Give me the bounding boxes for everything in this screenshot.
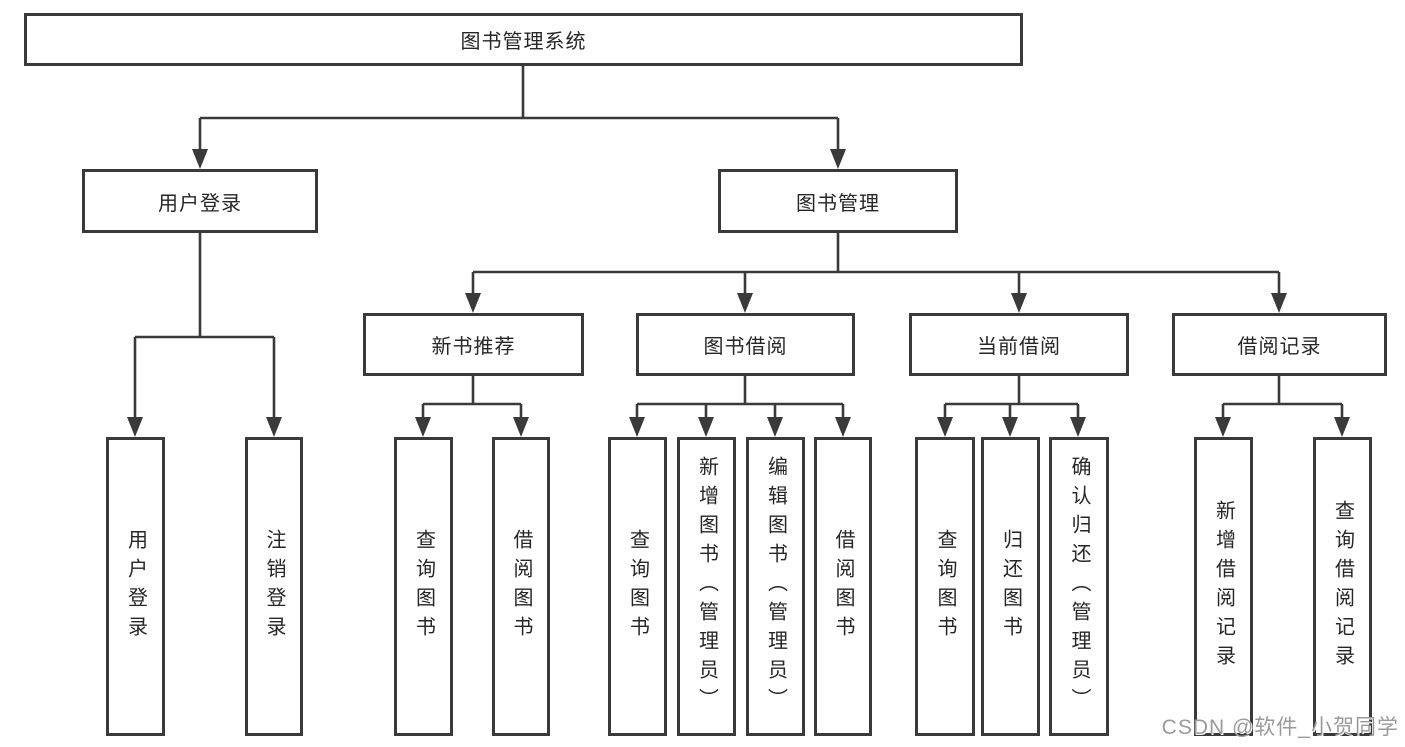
connector-root-to-level2 — [192, 66, 846, 169]
node-book-borrow-label: 图书借阅 — [703, 336, 788, 358]
leaf-confirm-return-admin-label: 确认归还（管理员） — [1068, 456, 1090, 717]
connector-new-book-recommend-to-leaves — [415, 376, 529, 437]
connector-current-borrow-to-leaves — [937, 376, 1086, 437]
leaf-borrow-books-2: 借阅图书 — [814, 437, 872, 736]
leaf-confirm-return-admin: 确认归还（管理员） — [1049, 437, 1109, 736]
node-root-label: 图书管理系统 — [460, 31, 587, 53]
leaf-add-borrow-record-label: 新增借阅记录 — [1212, 499, 1235, 674]
leaf-query-borrow-record-label: 查询借阅记录 — [1331, 499, 1354, 674]
leaf-edit-book-admin-label: 编辑图书（管理员） — [764, 456, 787, 717]
node-new-book-recommend: 新书推荐 — [363, 313, 584, 376]
node-borrow-records: 借阅记录 — [1172, 313, 1387, 376]
node-current-borrow: 当前借阅 — [909, 313, 1129, 376]
node-book-management-label: 图书管理 — [796, 192, 880, 215]
leaf-user-login: 用户登录 — [106, 437, 165, 736]
node-book-management: 图书管理 — [718, 169, 958, 233]
node-borrow-records-label: 借阅记录 — [1237, 336, 1322, 358]
leaf-add-borrow-record: 新增借阅记录 — [1194, 437, 1253, 736]
csdn-watermark: CSDN @软件_小贺同学 — [1161, 716, 1399, 739]
leaf-borrow-books-2-label: 借阅图书 — [832, 528, 854, 645]
leaf-add-book-admin-label: 新增图书（管理员） — [695, 456, 718, 717]
leaf-user-login-label: 用户登录 — [124, 528, 147, 645]
node-user-login-label: 用户登录 — [158, 192, 242, 215]
connector-borrow-records-to-leaves — [1215, 376, 1350, 437]
node-current-borrow-label: 当前借阅 — [977, 336, 1061, 358]
leaf-return-book-label: 归还图书 — [999, 528, 1022, 645]
leaf-edit-book-admin: 编辑图书（管理员） — [746, 437, 805, 736]
leaf-logout: 注销登录 — [245, 437, 303, 736]
leaf-query-borrow-record: 查询借阅记录 — [1313, 437, 1372, 736]
leaf-query-books-2: 查询图书 — [608, 437, 667, 736]
leaf-borrow-books-1-label: 借阅图书 — [510, 528, 532, 645]
leaf-add-book-admin: 新增图书（管理员） — [677, 437, 736, 736]
node-user-login: 用户登录 — [82, 169, 318, 233]
leaf-query-books-1: 查询图书 — [394, 437, 453, 736]
leaf-return-book: 归还图书 — [981, 437, 1040, 736]
leaf-query-books-3: 查询图书 — [915, 437, 975, 736]
leaf-query-books-1-label: 查询图书 — [412, 528, 435, 645]
leaf-query-books-2-label: 查询图书 — [626, 528, 649, 645]
connector-book-borrow-to-leaves — [629, 376, 851, 437]
connector-user-login-to-leaves — [127, 233, 282, 437]
node-book-borrow: 图书借阅 — [636, 313, 855, 376]
leaf-borrow-books-1: 借阅图书 — [492, 437, 550, 736]
node-root: 图书管理系统 — [24, 13, 1023, 66]
leaf-logout-label: 注销登录 — [263, 528, 285, 645]
node-new-book-recommend-label: 新书推荐 — [431, 336, 516, 358]
connector-book-management-to-level3 — [465, 233, 1287, 313]
leaf-query-books-3-label: 查询图书 — [934, 528, 956, 645]
